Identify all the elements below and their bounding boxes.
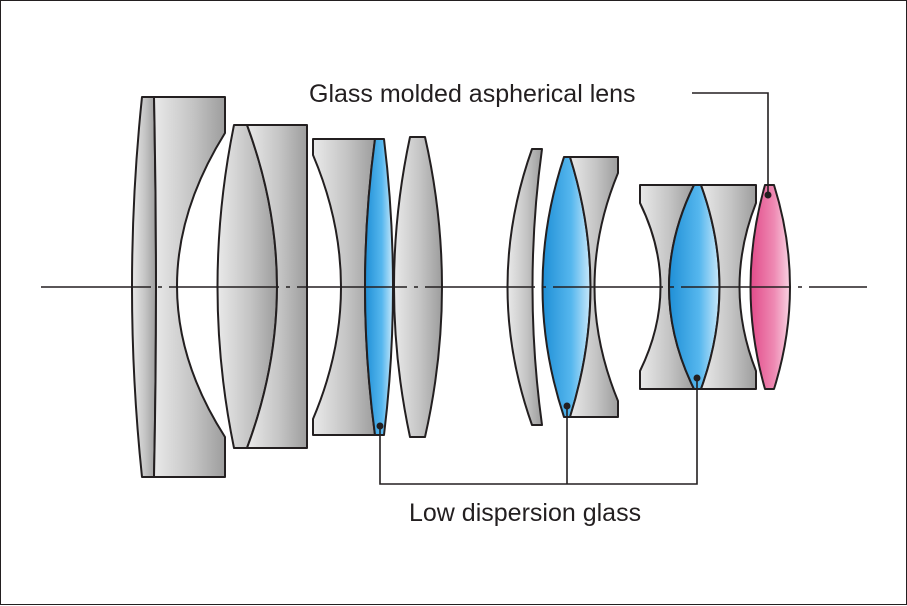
low-dispersion-label: Low dispersion glass [409,499,641,527]
low-dispersion-leader-line [379,378,698,485]
low-dispersion-leader-dot-3 [693,374,701,382]
low-dispersion-leader-dot-1 [376,422,384,430]
aspherical-lens-label: Glass molded aspherical lens [309,80,636,108]
lens-element-2 [153,96,226,478]
aspherical-leader-line [692,92,769,195]
aspherical-leader-dot [764,191,772,199]
low-dispersion-leader-dot-2 [563,402,571,410]
